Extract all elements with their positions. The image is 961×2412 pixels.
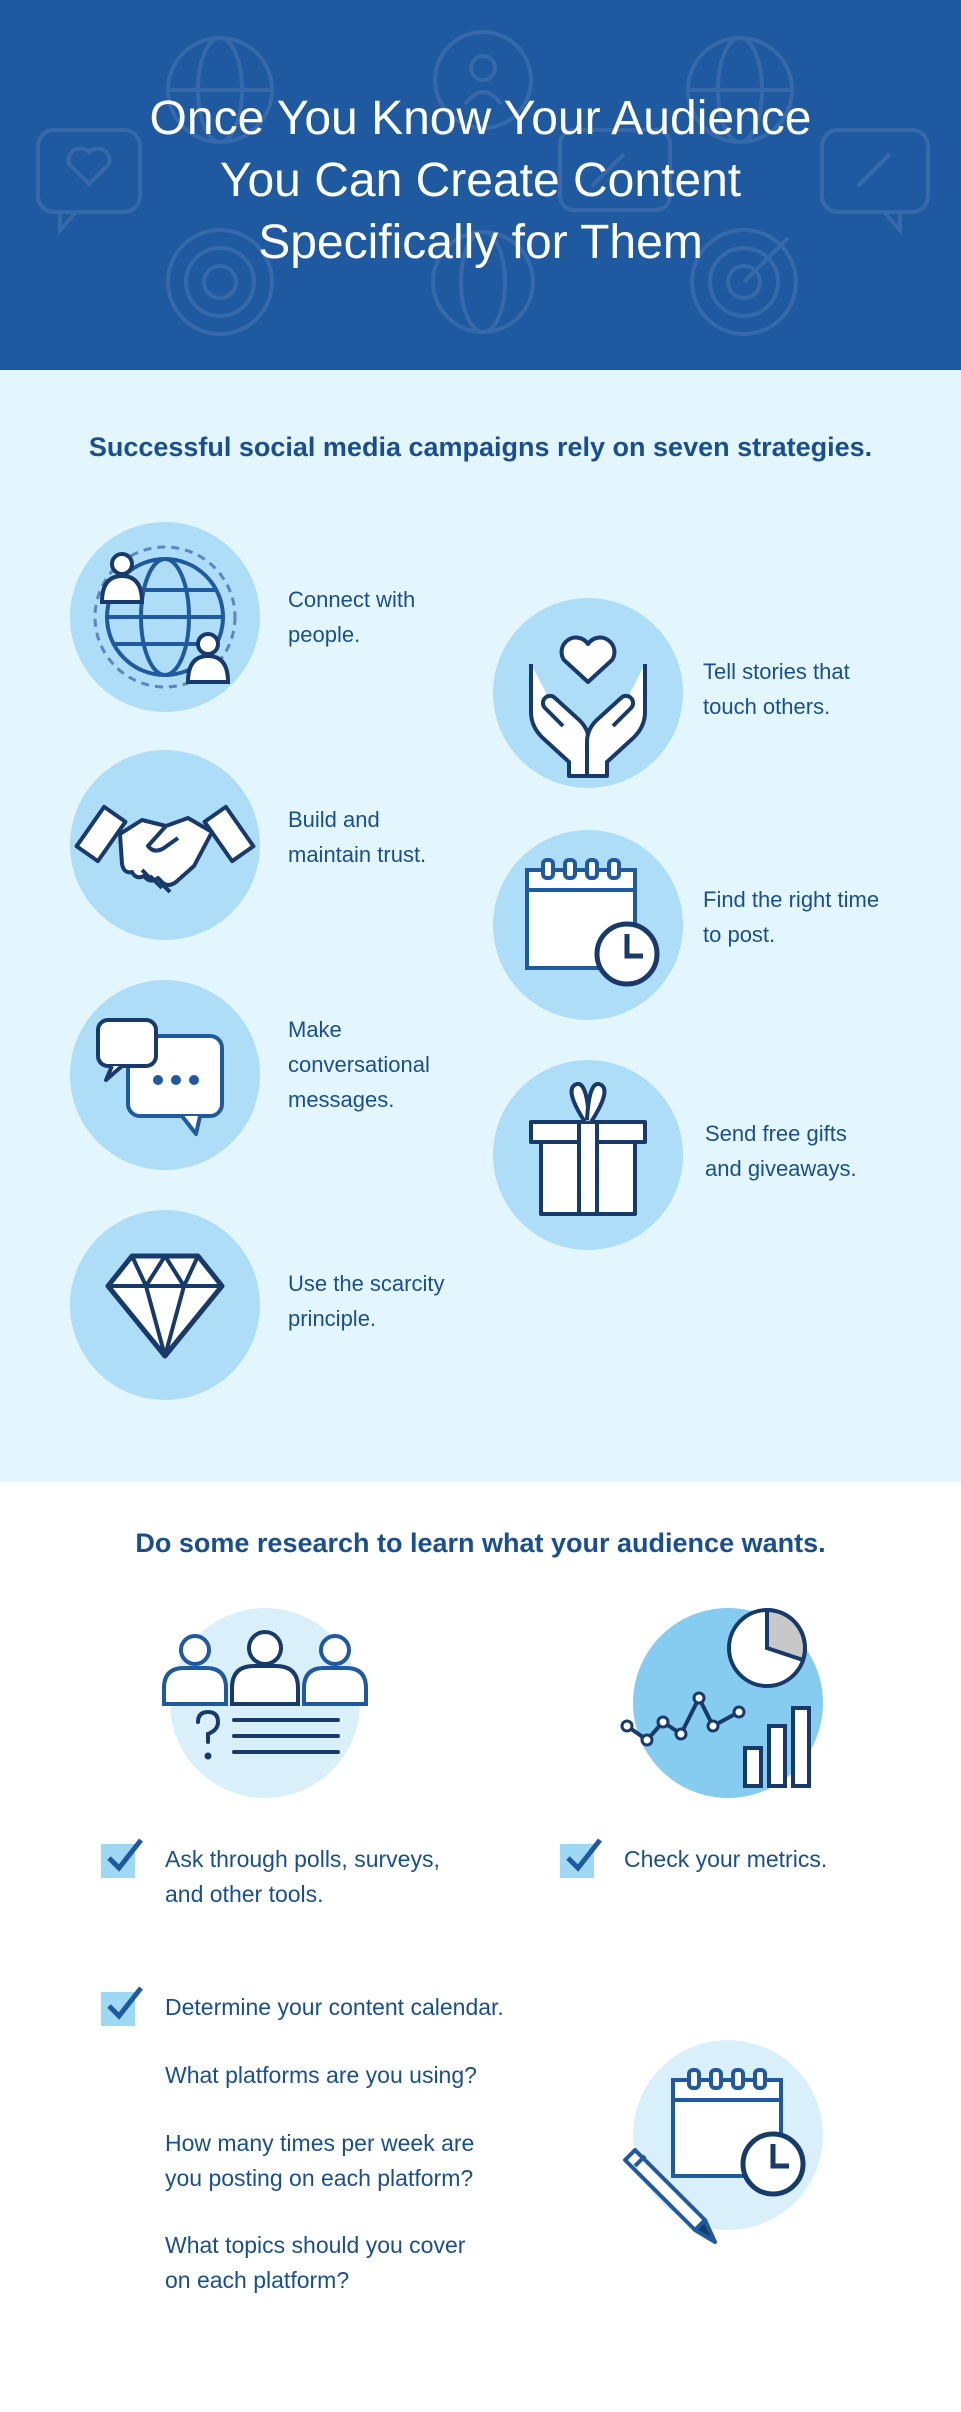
strategy-label-line: messages. xyxy=(288,1087,395,1112)
strategy-icon-circle xyxy=(70,750,260,940)
link-chat-icon xyxy=(558,128,672,212)
check-item-line: Determine your content calendar. xyxy=(165,1994,504,2020)
strategy-label: Use the scarcity principle. xyxy=(288,1266,488,1336)
strategy-icon-circle xyxy=(493,830,683,1020)
check-item-line: Check your metrics. xyxy=(624,1846,828,1872)
globe-icon xyxy=(431,230,535,334)
strategy-icon-circle xyxy=(70,522,260,712)
strategy-label-line: Build and xyxy=(288,807,380,832)
calendar-question: What topics should you cover on each pla… xyxy=(165,2228,465,2298)
hero-title-line: Once You Know Your Audience xyxy=(149,92,812,145)
calendar-illustration xyxy=(623,2040,823,2244)
strategy-label-line: Tell stories that xyxy=(703,659,850,684)
strategy-label-line: Use the scarcity xyxy=(288,1271,445,1296)
hero-banner: Once You Know Your Audience You Can Crea… xyxy=(0,0,961,370)
chat-bubbles-icon xyxy=(96,1018,224,1136)
audience-question-icon xyxy=(162,1630,368,1760)
strategy-label-line: Make xyxy=(288,1017,342,1042)
question-line: What topics should you cover xyxy=(165,2232,466,2258)
check-item-text: Ask through polls, surveys, and other to… xyxy=(165,1842,440,1912)
research-section: Do some research to learn what your audi… xyxy=(0,1482,961,2412)
question-line: How many times per week are xyxy=(165,2130,475,2156)
strategy-label-line: Find the right time xyxy=(703,887,880,912)
person-icon xyxy=(433,30,533,130)
calendar-pencil-icon xyxy=(623,2068,806,2244)
hands-heart-icon xyxy=(529,635,647,778)
question-line: What platforms are you using? xyxy=(165,2062,477,2088)
globe-icon xyxy=(166,36,274,144)
target-icon xyxy=(166,228,274,336)
target-icon xyxy=(690,228,798,336)
check-item-text: Check your metrics. xyxy=(624,1842,827,1877)
strategy-label-line: people. xyxy=(288,622,361,647)
check-item-line: and other tools. xyxy=(165,1881,324,1907)
diamond-icon xyxy=(105,1253,225,1359)
strategy-label-line: conversational xyxy=(288,1052,430,1077)
strategy-label: Find the right time to post. xyxy=(703,882,903,952)
metrics-illustration xyxy=(620,1607,823,1798)
gift-icon xyxy=(529,1081,647,1216)
calendar-clock-icon xyxy=(525,858,660,987)
hero-background-icons xyxy=(36,30,930,336)
strategy-label-line: Connect with xyxy=(288,587,416,612)
globe-people-icon xyxy=(93,545,237,689)
link-chat-icon xyxy=(820,128,930,236)
handshake-icon xyxy=(74,804,256,894)
strategy-label: Build and maintain trust. xyxy=(288,802,488,872)
chart-metrics-icon xyxy=(620,1607,811,1788)
checkbox-icon xyxy=(101,1986,143,2026)
check-item-line: Ask through polls, surveys, xyxy=(165,1846,440,1872)
hero-title-line: Specifically for Them xyxy=(258,216,703,269)
strategy-icon-circle xyxy=(70,980,260,1170)
question-line: on each platform? xyxy=(165,2267,350,2293)
check-item-text: Determine your content calendar. xyxy=(165,1990,504,2025)
calendar-question: What platforms are you using? xyxy=(165,2058,477,2093)
strategy-icon-circle xyxy=(493,598,683,788)
strategy-label: Make conversational messages. xyxy=(288,1012,488,1117)
strategies-section: Successful social media campaigns rely o… xyxy=(0,370,961,1482)
strategy-label: Send free gifts and giveaways. xyxy=(705,1116,905,1186)
checkbox-icon xyxy=(560,1838,602,1878)
strategy-label-line: Send free gifts xyxy=(705,1121,847,1146)
strategy-label-line: and giveaways. xyxy=(705,1156,857,1181)
strategy-label-line: principle. xyxy=(288,1306,377,1331)
research-heading: Do some research to learn what your audi… xyxy=(135,1528,826,1558)
question-line: you posting on each platform? xyxy=(165,2165,474,2191)
hero-title-line: You Can Create Content xyxy=(219,154,742,207)
strategy-label: Tell stories that touch others. xyxy=(703,654,903,724)
strategy-label-line: touch others. xyxy=(703,694,831,719)
strategy-label-line: to post. xyxy=(703,922,776,947)
globe-icon xyxy=(686,36,794,144)
hero-title: Once You Know Your Audience You Can Crea… xyxy=(0,88,961,274)
strategy-label: Connect with people. xyxy=(288,582,488,652)
audience-poll-illustration xyxy=(162,1608,368,1798)
calendar-question: How many times per week are you posting … xyxy=(165,2126,474,2196)
strategy-icon-circle xyxy=(70,1210,260,1400)
strategy-label-line: maintain trust. xyxy=(288,842,427,867)
strategies-heading: Successful social media campaigns rely o… xyxy=(88,432,873,462)
strategy-icon-circle xyxy=(493,1060,683,1250)
heart-chat-icon xyxy=(36,128,142,236)
checkbox-icon xyxy=(101,1838,143,1878)
